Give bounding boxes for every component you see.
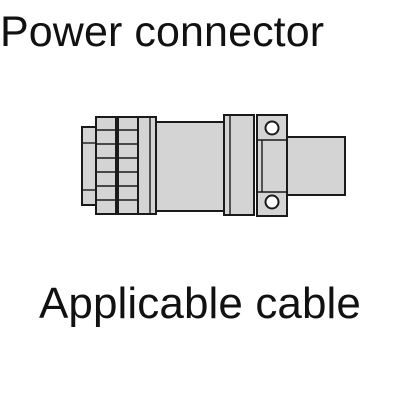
- knurl-lines-ring-2: [118, 129, 138, 201]
- caption: Applicable cable: [38, 279, 362, 328]
- screw-top: [264, 120, 280, 136]
- knurled-ring-1: [95, 116, 117, 215]
- separator-ring: [137, 116, 157, 215]
- front-flange: [81, 126, 97, 206]
- connector-body: [155, 121, 225, 212]
- rear-ring: [223, 114, 255, 216]
- screw-bottom: [264, 194, 280, 210]
- title: Power connector: [0, 8, 325, 56]
- knurl-lines-ring-1: [96, 129, 116, 201]
- clamp-detail: [257, 139, 287, 193]
- power-connector-illustration: [81, 114, 346, 217]
- flange-grooves: [82, 142, 96, 191]
- cable-stub: [282, 136, 346, 196]
